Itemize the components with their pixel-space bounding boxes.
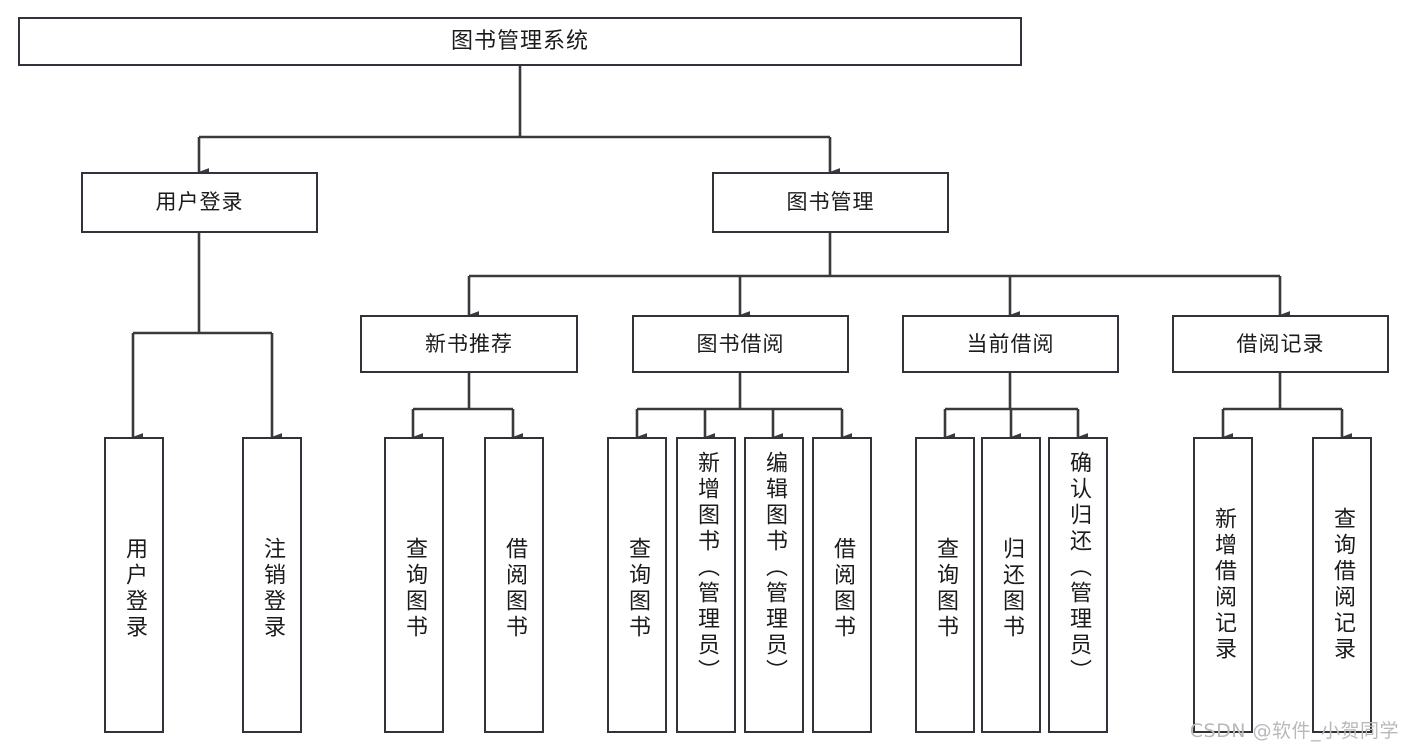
node-new-book-rec[interactable]: 新书推荐 (360, 315, 578, 373)
node-leaf-return-book-label: 归还图书 (999, 537, 1024, 641)
node-current-borrow[interactable]: 当前借阅 (902, 315, 1119, 373)
node-leaf-borrow-book-2-label: 借阅图书 (830, 537, 855, 641)
csdn-watermark: CSDN @软件_小贺同学 (1189, 720, 1399, 742)
node-leaf-query-book-2-label: 查询图书 (625, 537, 650, 641)
node-book-borrow-label: 图书借阅 (696, 331, 785, 356)
node-leaf-add-book-label: 新增图书（管理员） (694, 451, 719, 685)
node-current-borrow-label: 当前借阅 (966, 331, 1055, 356)
node-leaf-query-book-1[interactable]: 查询图书 (384, 437, 444, 733)
node-leaf-query-book-3[interactable]: 查询图书 (915, 437, 975, 733)
node-leaf-query-book-3-label: 查询图书 (933, 537, 958, 641)
node-leaf-query-record-label: 查询借阅记录 (1330, 507, 1355, 663)
node-leaf-query-book-1-label: 查询图书 (402, 537, 427, 641)
node-root-label: 图书管理系统 (450, 28, 589, 54)
node-leaf-edit-book-label: 编辑图书（管理员） (762, 451, 787, 685)
node-leaf-user-login-label: 用户登录 (122, 537, 147, 641)
node-leaf-add-record[interactable]: 新增借阅记录 (1193, 437, 1253, 733)
node-leaf-user-login[interactable]: 用户登录 (104, 437, 164, 733)
node-user-login[interactable]: 用户登录 (81, 172, 318, 233)
node-leaf-borrow-book-2[interactable]: 借阅图书 (812, 437, 872, 733)
node-book-borrow[interactable]: 图书借阅 (632, 315, 849, 373)
node-leaf-add-book[interactable]: 新增图书（管理员） (676, 437, 736, 733)
node-leaf-user-logout[interactable]: 注销登录 (242, 437, 302, 733)
node-leaf-query-book-2[interactable]: 查询图书 (607, 437, 667, 733)
node-leaf-query-record[interactable]: 查询借阅记录 (1312, 437, 1372, 733)
node-leaf-edit-book[interactable]: 编辑图书（管理员） (744, 437, 804, 733)
node-book-manage[interactable]: 图书管理 (712, 172, 949, 233)
node-new-book-rec-label: 新书推荐 (425, 331, 513, 356)
node-leaf-user-logout-label: 注销登录 (260, 537, 285, 641)
node-leaf-return-book[interactable]: 归还图书 (981, 437, 1041, 733)
node-borrow-record[interactable]: 借阅记录 (1172, 315, 1389, 373)
node-leaf-confirm-return[interactable]: 确认归还（管理员） (1048, 437, 1108, 733)
node-leaf-borrow-book-1[interactable]: 借阅图书 (484, 437, 544, 733)
node-book-manage-label: 图书管理 (786, 190, 875, 215)
node-leaf-add-record-label: 新增借阅记录 (1211, 507, 1236, 663)
node-leaf-confirm-return-label: 确认归还（管理员） (1066, 451, 1091, 685)
node-root[interactable]: 图书管理系统 (18, 17, 1022, 66)
node-user-login-label: 用户登录 (155, 190, 244, 215)
node-leaf-borrow-book-1-label: 借阅图书 (502, 537, 527, 641)
node-borrow-record-label: 借阅记录 (1236, 331, 1325, 356)
